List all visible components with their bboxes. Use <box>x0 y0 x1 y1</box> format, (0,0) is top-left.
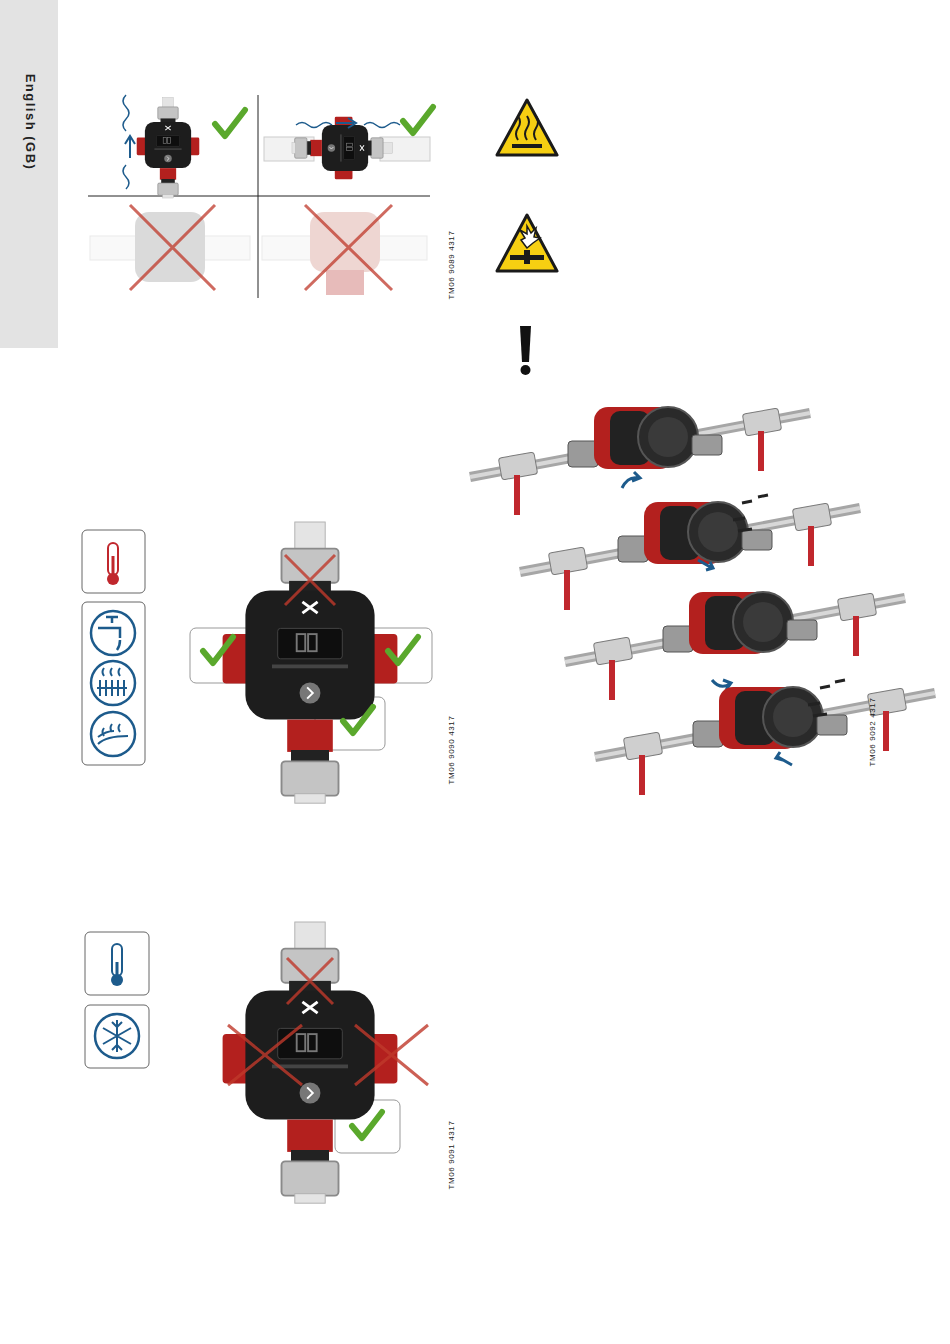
cooling-panel <box>352 1112 382 1138</box>
warning-pressure <box>497 215 557 271</box>
orientation-panel <box>90 212 427 295</box>
heating-panel <box>91 661 135 705</box>
warning-hot-surface <box>512 144 542 148</box>
cooling-panel <box>103 1020 131 1052</box>
heating-panel <box>91 712 135 756</box>
warning-hot-surface <box>497 100 557 155</box>
rotate-head-steps <box>776 752 792 765</box>
rotate-head-steps <box>565 592 905 700</box>
heating-panel <box>97 680 127 696</box>
orientation-panel <box>88 95 433 298</box>
caution-mark <box>521 365 531 375</box>
heating-panel <box>82 530 145 593</box>
orientation-panel <box>296 123 332 128</box>
orientation-panel <box>305 205 392 290</box>
cooling-panel <box>85 1005 149 1068</box>
warning-hot-surface <box>516 116 538 140</box>
heating-panel <box>82 522 432 803</box>
rotate-head-steps <box>808 680 845 716</box>
cooling-panel <box>95 1014 139 1058</box>
rotate-head-steps <box>470 407 810 515</box>
orientation-panel <box>125 136 135 158</box>
heating-panel <box>91 611 135 655</box>
figure-code: TM06 9091 4317 <box>448 1121 456 1190</box>
orientation-panel <box>130 205 215 290</box>
rotate-head-steps <box>622 472 640 488</box>
cooling-panel <box>116 962 119 978</box>
figure-code: TM06 9089 4317 <box>448 231 456 300</box>
side-tab <box>0 0 58 348</box>
warning-hot-surface <box>497 100 557 155</box>
orientation-panel <box>123 95 129 131</box>
heating-panel <box>103 668 121 676</box>
orientation-panel <box>137 97 200 198</box>
warning-pressure <box>497 215 557 271</box>
cooling-panel <box>287 958 333 1004</box>
heating-panel <box>82 602 145 765</box>
heating-panel <box>203 637 233 663</box>
orientation-panel <box>123 165 129 189</box>
caution-mark <box>520 326 531 362</box>
cooling-panel <box>228 1025 302 1085</box>
cooling-panel <box>223 922 398 1203</box>
warning-pressure <box>520 226 540 248</box>
rotate-head-steps <box>733 495 768 531</box>
cooling-panel <box>85 932 149 995</box>
heating-panel <box>343 707 373 733</box>
figure-code: TM06 9090 4317 <box>448 716 456 785</box>
heating-panel <box>98 724 128 744</box>
orientation-panel <box>403 107 433 133</box>
heating-panel <box>98 617 120 650</box>
rotate-head-steps <box>698 560 713 570</box>
heating-panel <box>388 637 418 663</box>
caution-mark <box>520 326 531 375</box>
warning-pressure <box>524 250 530 264</box>
cooling-panel <box>355 1025 428 1085</box>
heating-panel <box>285 555 335 605</box>
orientation-panel <box>336 118 356 128</box>
rotate-head-steps <box>595 687 935 795</box>
cooling-panel <box>85 922 428 1203</box>
rotate-head-steps <box>470 407 935 795</box>
orientation-panel <box>215 110 245 136</box>
heating-panel <box>223 522 398 803</box>
orientation-panel <box>364 123 400 128</box>
orientation-panel <box>88 196 430 197</box>
orientation-panel <box>326 270 364 295</box>
language-tab: English (GB) <box>24 74 37 171</box>
heating-panel <box>112 556 115 576</box>
rotate-head-steps <box>520 502 860 610</box>
heating-panel <box>108 543 118 575</box>
figure-code: TM06 9092 4317 <box>869 698 877 767</box>
